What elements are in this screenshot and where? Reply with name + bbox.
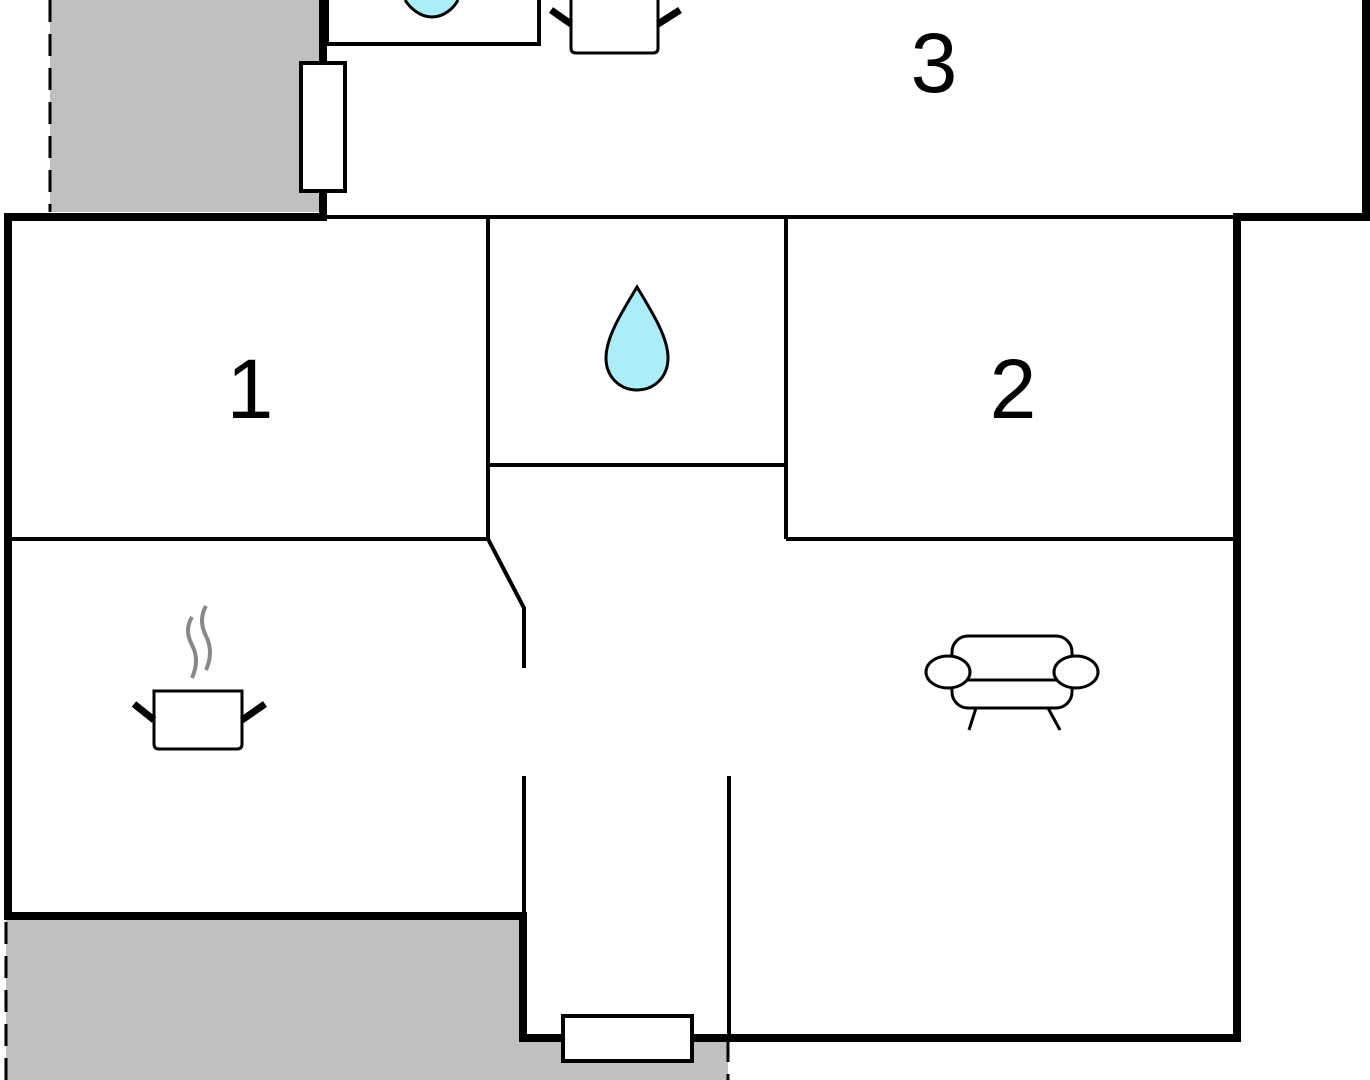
room-number-1: 1 — [227, 342, 274, 436]
water-drop-icon — [403, 0, 460, 19]
cooking-pot-icon — [548, 0, 682, 55]
window-top-left — [299, 61, 347, 193]
interior-walls — [8, 0, 1237, 1040]
room-number-3: 3 — [911, 16, 958, 110]
armchair-icon — [924, 634, 1100, 731]
terrace-top-left — [48, 0, 322, 212]
window-bottom — [561, 1014, 694, 1063]
room-number-2: 2 — [990, 342, 1037, 436]
water-drop-icon — [604, 284, 670, 392]
outer-walls — [4, 0, 1370, 1042]
cooking-pot-icon — [131, 605, 267, 751]
